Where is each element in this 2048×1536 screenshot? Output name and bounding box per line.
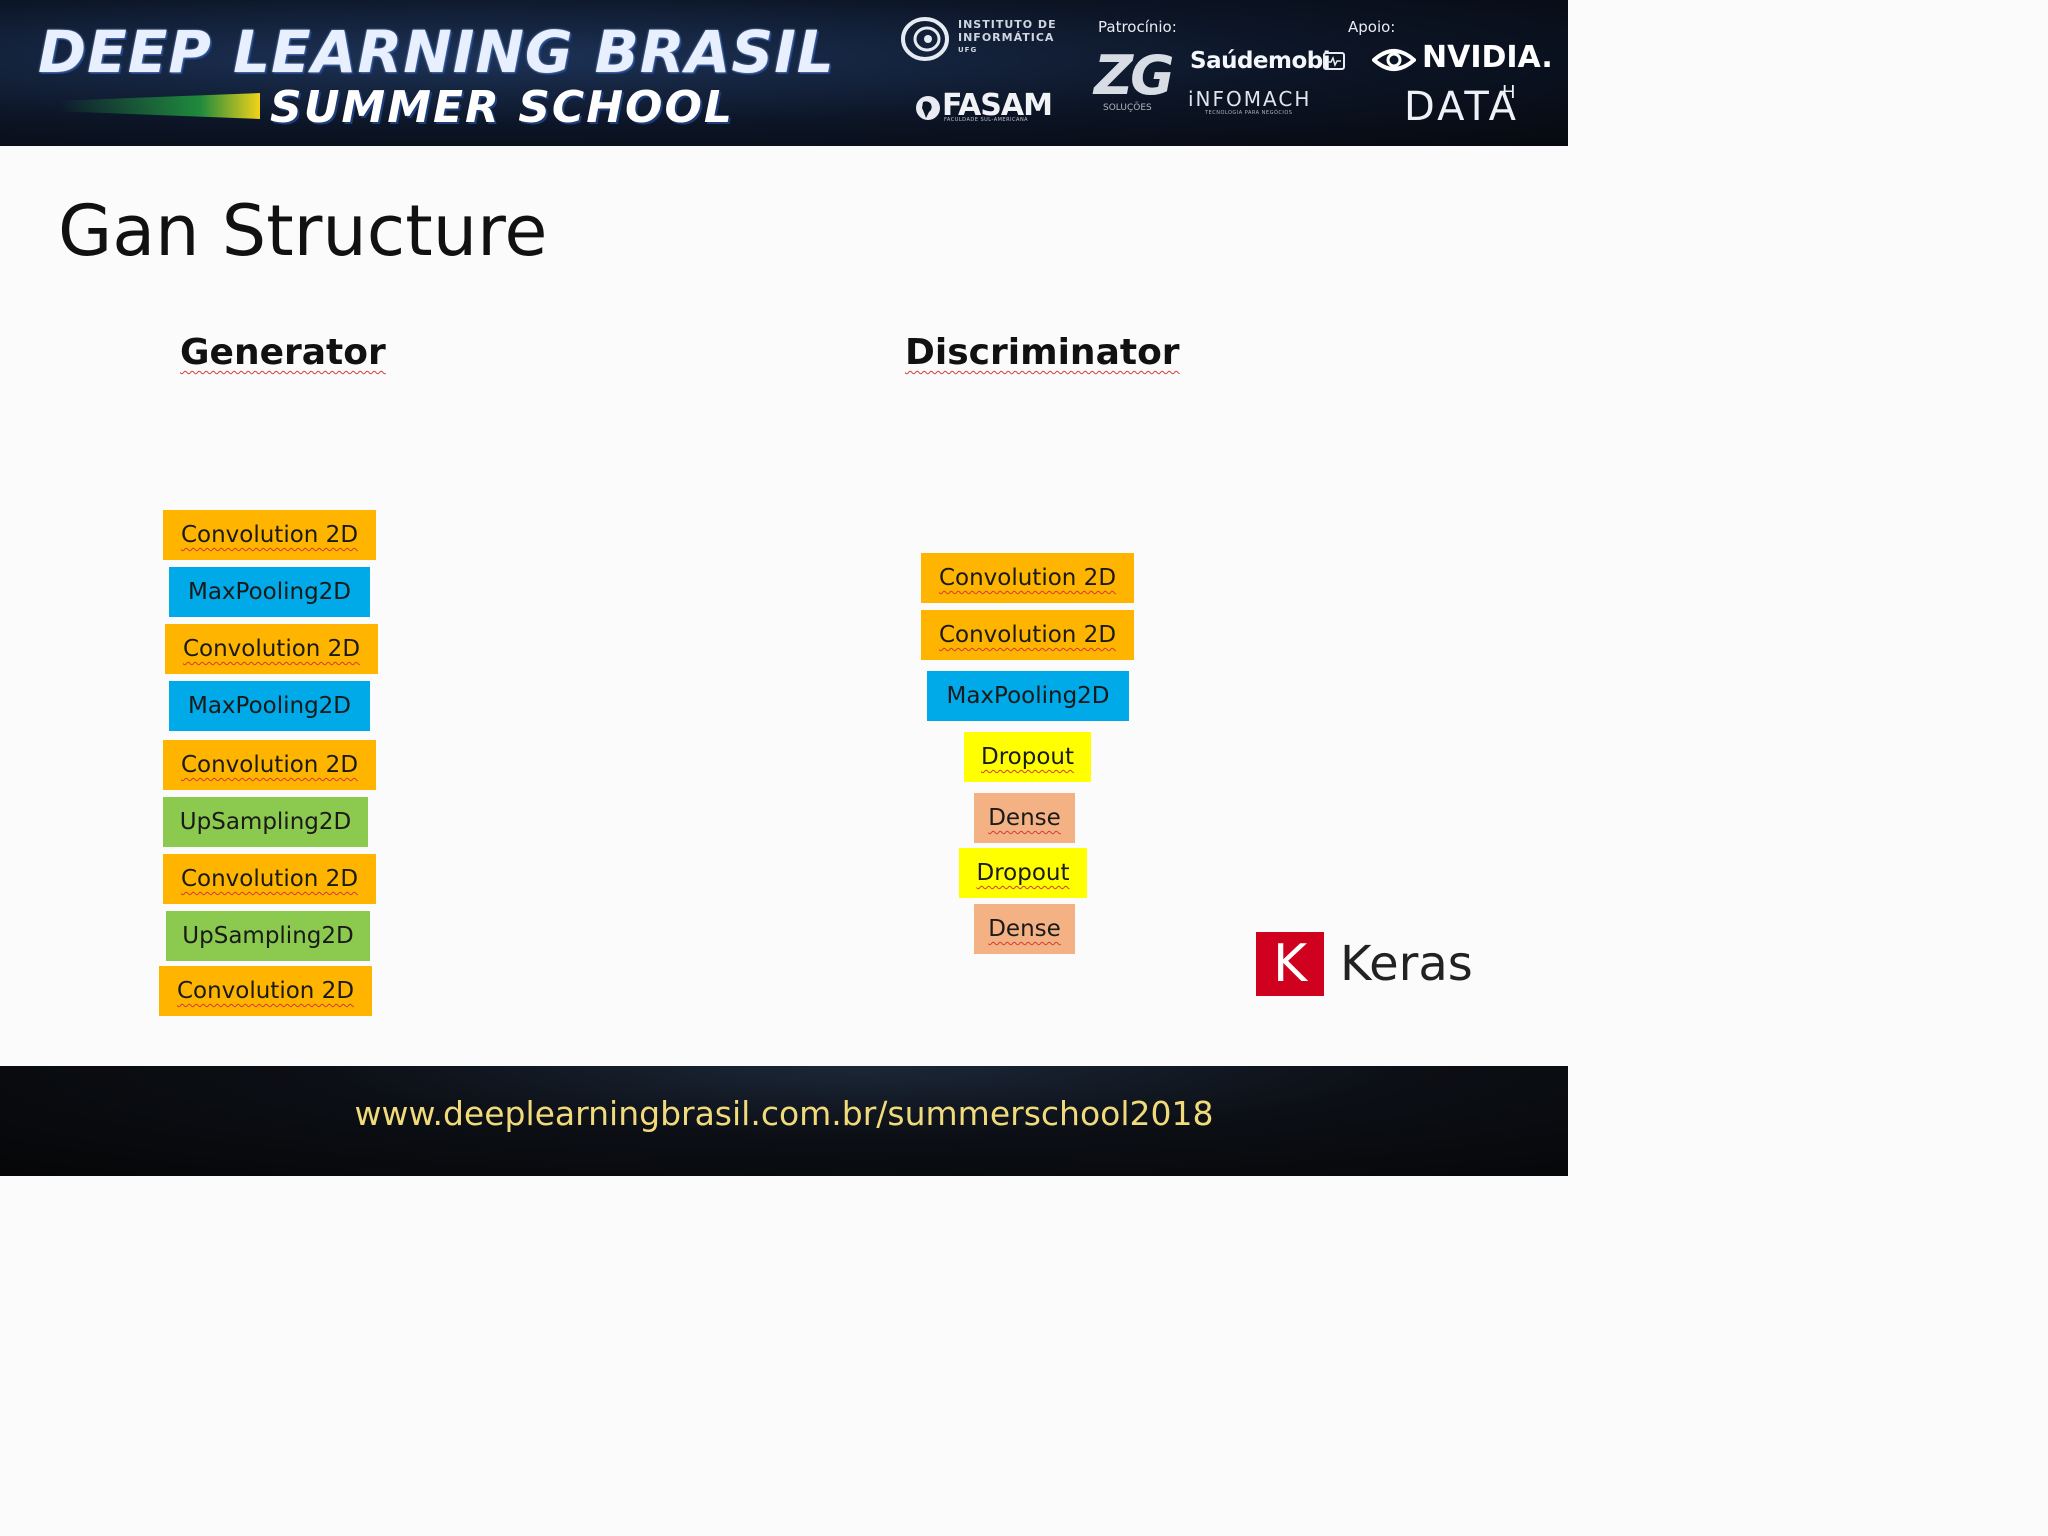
institute-line3: UFG [958,46,978,54]
datah-logo: DATA [1404,84,1520,130]
generator-layer: Convolution 2D [163,854,376,904]
institute-logo-text: INSTITUTO DE INFORMÁTICA UFG [958,18,1057,57]
discriminator-layer: Convolution 2D [921,553,1134,603]
generator-layer: UpSampling2D [163,797,368,847]
institute-line1: INSTITUTO DE [958,18,1057,31]
discriminator-layer: Convolution 2D [921,610,1134,660]
generator-layer: Convolution 2D [159,966,372,1016]
nvidia-eye-icon [1372,49,1416,71]
fasam-logo-text: FASAM [942,88,1053,123]
saudemobi-logo: Saúdemobi [1190,48,1331,74]
keras-logo-icon [1256,932,1324,996]
generator-layer: MaxPooling2D [169,681,370,731]
header-banner [0,0,1568,146]
generator-layer: Convolution 2D [165,624,378,674]
infomach-logo: iNFOMACH [1188,87,1312,111]
fasam-globe-icon [916,96,940,120]
discriminator-layer: Dense [974,793,1075,843]
datah-superscript: H [1502,82,1516,103]
generator-layer: Convolution 2D [163,740,376,790]
footer-banner [0,1066,1568,1176]
keras-logo-letter: K [1272,934,1308,994]
keras-logo-text: Keras [1340,936,1473,992]
brand-title: DEEP LEARNING BRASIL [38,18,835,86]
generator-layer: Convolution 2D [163,510,376,560]
sponsor-label: Patrocínio: [1098,18,1177,36]
slide-title: Gan Structure [58,190,548,272]
saudemobi-monitor-icon [1323,52,1345,70]
discriminator-layer: Dropout [964,732,1091,782]
institute-line2: INFORMÁTICA [958,31,1055,44]
fasam-subtitle: FACULDADE SUL-AMERICANA [944,117,1029,123]
institute-logo-icon [901,17,949,61]
zg-logo: ZG [1094,44,1175,107]
generator-heading: Generator [180,332,386,373]
footer-url: www.deeplearningbrasil.com.br/summerscho… [354,1094,1214,1133]
discriminator-layer: Dropout [959,848,1087,898]
discriminator-layer: Dense [974,904,1075,954]
zg-subtitle: SOLUÇÕES [1103,103,1152,113]
discriminator-layer: MaxPooling2D [927,671,1129,721]
infomach-subtitle: TECNOLOGIA PARA NEGÓCIOS [1205,110,1293,116]
generator-layer: MaxPooling2D [169,567,370,617]
generator-layer: UpSampling2D [166,911,370,961]
support-label: Apoio: [1348,18,1396,36]
nvidia-logo: NVIDIA. [1422,40,1553,75]
discriminator-heading: Discriminator [905,332,1180,373]
brand-subtitle: SUMMER SCHOOL [270,82,734,133]
